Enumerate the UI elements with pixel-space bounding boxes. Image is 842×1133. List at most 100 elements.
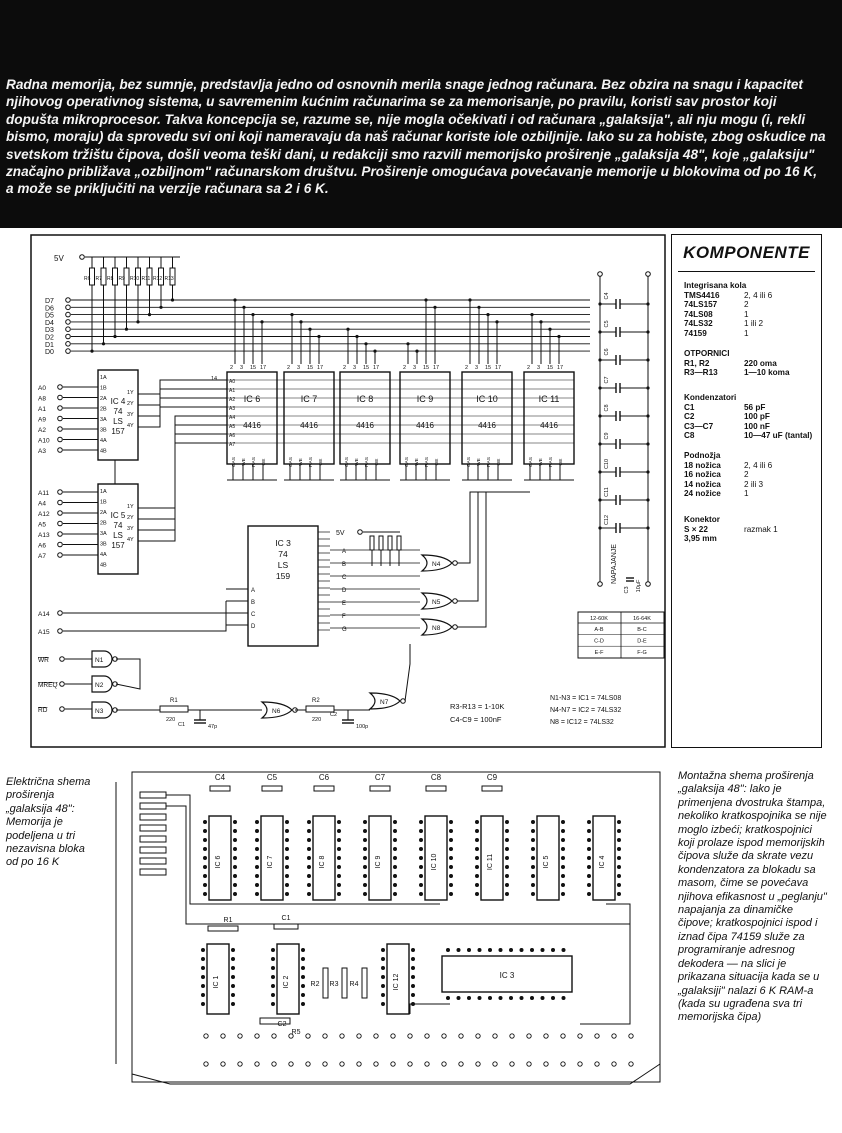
pcb-pad bbox=[424, 1061, 430, 1067]
pcb-pin bbox=[498, 948, 503, 952]
components-divider bbox=[678, 271, 815, 272]
pcb-cap-label: C9 bbox=[487, 773, 498, 782]
pcb-pin bbox=[233, 838, 237, 842]
pcb-pin bbox=[587, 820, 591, 824]
pcb-chip-label: IC 7 bbox=[267, 855, 274, 868]
resistor-label: R12 bbox=[153, 276, 162, 282]
pcb-pin bbox=[203, 874, 207, 878]
ram-pin-label: 15 bbox=[250, 365, 256, 371]
address-label: A10 bbox=[38, 438, 50, 445]
junction-dot bbox=[646, 358, 650, 362]
mux-label: 74 bbox=[114, 407, 123, 416]
pcb-pin bbox=[337, 838, 341, 842]
junction-dot bbox=[598, 526, 602, 530]
component-name: C1 bbox=[684, 402, 695, 412]
address-terminal bbox=[57, 436, 63, 443]
component-name: S × 22 bbox=[684, 524, 708, 534]
and-gate bbox=[91, 675, 113, 693]
pcb-pin bbox=[456, 996, 461, 1000]
pcb-pin bbox=[285, 838, 289, 842]
data-terminal bbox=[65, 326, 71, 332]
pcb-pin bbox=[285, 892, 289, 896]
data-line-label: D3 bbox=[45, 327, 54, 334]
cap-label: C11 bbox=[604, 487, 610, 497]
c1-value: 47p bbox=[208, 724, 217, 730]
pcb-chip bbox=[276, 943, 300, 1015]
jumper-table-cell: B-C bbox=[637, 627, 647, 633]
pcb-pin bbox=[561, 883, 565, 887]
pcb-pin bbox=[363, 829, 367, 833]
pcb-chip bbox=[368, 815, 392, 901]
ram-pin-label: 17 bbox=[373, 365, 379, 371]
address-label: A0 bbox=[38, 385, 46, 392]
pcb-pin bbox=[307, 820, 311, 824]
edge-connector-pad bbox=[139, 835, 167, 843]
pcb-pin bbox=[449, 829, 453, 833]
pin-number: 14 bbox=[211, 376, 217, 382]
pcb-chip bbox=[312, 815, 336, 901]
pcb-pin bbox=[531, 820, 535, 824]
pcb-pin bbox=[231, 948, 235, 952]
mux-pin-label: 4A bbox=[100, 552, 107, 558]
ram-pin-label: 2 bbox=[403, 365, 406, 371]
junction-dot bbox=[136, 320, 140, 324]
pcb-pin bbox=[505, 892, 509, 896]
pcb-pad bbox=[526, 1033, 532, 1039]
pcb-pin bbox=[307, 838, 311, 842]
pcb-pin bbox=[255, 892, 259, 896]
cap-label: C8 bbox=[604, 404, 610, 411]
pcb-chip bbox=[536, 815, 560, 901]
data-line-label: D7 bbox=[45, 298, 54, 305]
ram-pin-label: OE bbox=[374, 459, 380, 466]
address-line bbox=[63, 601, 227, 614]
pcb-pin bbox=[307, 892, 311, 896]
pcb-pin bbox=[505, 865, 509, 869]
junction-dot bbox=[557, 334, 561, 339]
pcb-pad bbox=[577, 1061, 583, 1067]
pcb-pin bbox=[201, 984, 205, 988]
ram-pin-label: WE bbox=[298, 458, 304, 466]
pcb-pin bbox=[617, 892, 621, 896]
pcb-chip-label: IC 5 bbox=[543, 855, 550, 868]
junction-dot bbox=[646, 526, 650, 530]
pcb-pin bbox=[301, 984, 305, 988]
pcb-pin bbox=[271, 948, 275, 952]
junction-dot bbox=[646, 330, 650, 334]
pcb-chip-label: IC 12 bbox=[393, 974, 400, 991]
junction-dot bbox=[170, 298, 175, 302]
intro-banner: Radna memorija, bez sumnje, predstavlja … bbox=[0, 0, 842, 228]
junction-dot bbox=[355, 334, 359, 339]
pcb-pin bbox=[255, 856, 259, 860]
resistor-r1 bbox=[159, 705, 189, 713]
pcb-pin bbox=[475, 865, 479, 869]
pcb-pad bbox=[475, 1061, 481, 1067]
pcb-pad bbox=[611, 1033, 617, 1039]
pcb-pin bbox=[561, 865, 565, 869]
pcb-cap-label: C6 bbox=[319, 773, 330, 782]
jumper-table-header: 16-64K bbox=[633, 616, 651, 622]
pcb-pin bbox=[381, 1002, 385, 1006]
data-terminal bbox=[65, 297, 71, 303]
component-qty: 220 oma bbox=[744, 358, 777, 368]
component-qty: 56 pF bbox=[744, 402, 766, 412]
pcb-pin bbox=[411, 966, 415, 970]
pcb-pad bbox=[356, 1033, 362, 1039]
mux-pin-label: 4Y bbox=[127, 423, 134, 429]
schematic-caption: Električna shema proširenja „galaksija 4… bbox=[6, 776, 91, 869]
control-terminal bbox=[59, 706, 65, 712]
junction-dot bbox=[406, 342, 410, 346]
gate-output bbox=[457, 491, 530, 564]
pcb-part-label: R4 bbox=[350, 981, 359, 988]
ram-pin-label: RAS bbox=[364, 457, 370, 467]
pcb-pad bbox=[492, 1061, 498, 1067]
pcb-chip bbox=[260, 815, 284, 901]
r1-label: R1 bbox=[170, 698, 178, 704]
pcb-pin bbox=[505, 856, 509, 860]
pcb-pin bbox=[505, 829, 509, 833]
